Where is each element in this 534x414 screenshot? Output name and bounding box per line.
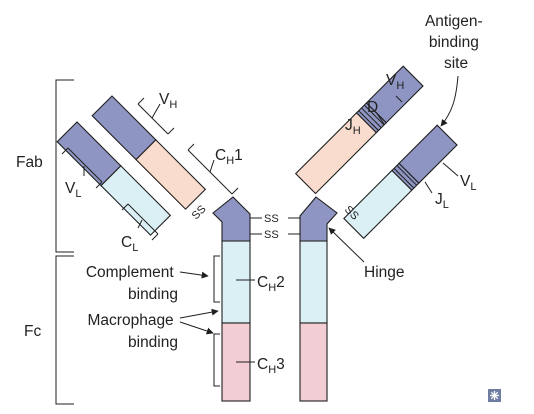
macrophage-arrow-1 [179, 308, 219, 319]
hinge-left [212, 196, 251, 242]
ch2-domain-left [221, 240, 251, 324]
antigen-binding-site-label: Antigen- binding site [425, 13, 487, 72]
left-heavy-arm [91, 95, 207, 210]
cl-domain-right [343, 169, 413, 240]
ss-bond-left-arm: SS [190, 203, 209, 222]
pointer-arrows [179, 75, 459, 335]
left-light-arm [56, 121, 172, 236]
ss-bond-hinge-top: SS [264, 213, 279, 225]
cl-label-left: CL [121, 234, 138, 254]
vh-label-left: VH [159, 91, 177, 111]
ch3-domain-right [299, 322, 328, 402]
ch1-domain-left [135, 139, 207, 210]
ss-bond-hinge-bottom: SS [264, 229, 279, 241]
ch1-domain-right [294, 112, 378, 195]
vl-label-right: VL [460, 173, 476, 193]
disulfide-bonds: SS SS SS SS [190, 203, 361, 241]
jh-label: JH [345, 117, 361, 137]
antigen-site-arrow [440, 75, 459, 127]
vl-label-left: VL [65, 180, 81, 200]
d-segment-label: D [367, 99, 378, 116]
hinge-right [299, 196, 338, 242]
cl-domain-left [100, 165, 172, 236]
region-brackets [55, 79, 74, 405]
macrophage-binding-label: Macrophage binding [88, 312, 178, 351]
ch3-label: CH3 [257, 356, 285, 376]
hinge-arrow [328, 227, 365, 263]
domain-brackets [61, 95, 459, 387]
hinge-label: Hinge [364, 264, 405, 281]
vh-label-right: VH [386, 72, 404, 92]
complement-binding-label: Complement binding [86, 264, 178, 303]
heavy-chain-stem-right [299, 240, 328, 402]
ch1-label-left: CH1 [215, 147, 243, 167]
right-light-arm [343, 124, 458, 240]
ch2-domain-right [299, 240, 328, 324]
jl-label: JL [435, 191, 449, 211]
fab-label: Fab [16, 154, 43, 171]
macrophage-arrow-2 [179, 321, 214, 335]
heavy-chain-stem-left [221, 240, 251, 402]
ch2-label: CH2 [257, 274, 285, 294]
fc-label: Fc [24, 323, 41, 340]
asterisk-icon [488, 389, 501, 402]
complement-arrow [179, 271, 209, 279]
